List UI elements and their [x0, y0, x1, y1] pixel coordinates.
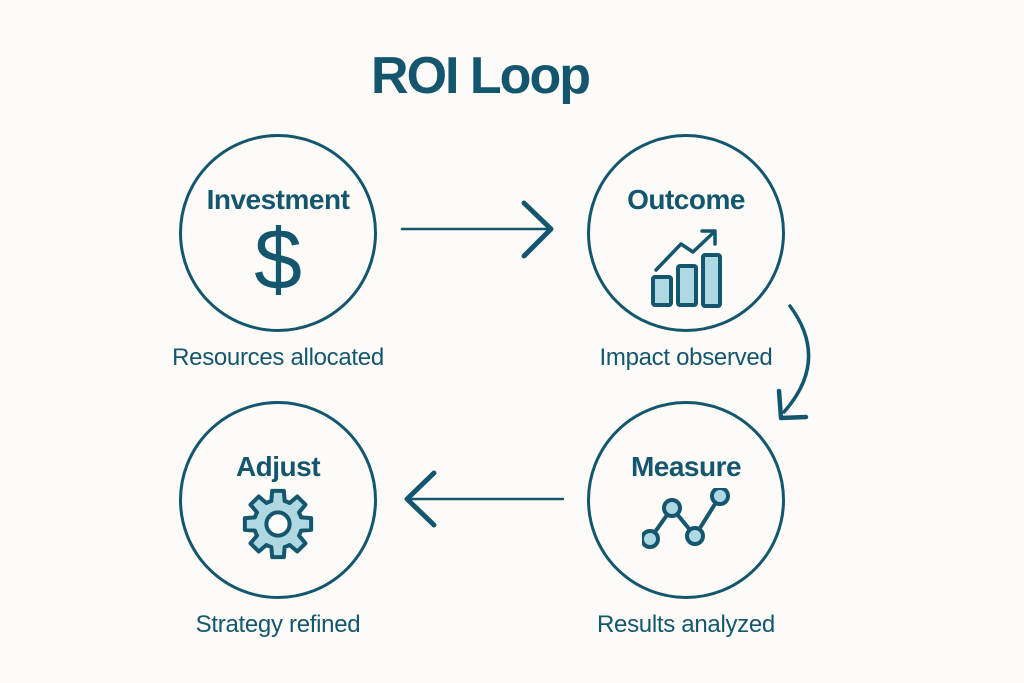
arrow-measure-to-adjust	[404, 470, 565, 528]
arrow-investment-to-outcome	[400, 200, 554, 259]
node-caption-outcome: Impact observed	[599, 344, 773, 371]
node-label-adjust: Adjust	[235, 451, 321, 482]
dollar-icon: $	[254, 212, 302, 308]
trend-bar-chart-icon	[649, 224, 723, 313]
node-caption-investment: Resources allocated	[172, 344, 384, 371]
node-investment: Investment $ Resources allocated	[148, 134, 408, 373]
node-adjust: Adjust Strategy refined	[148, 401, 408, 640]
node-label-measure: Measure	[630, 451, 742, 482]
node-circle-investment: Investment $	[179, 134, 377, 332]
node-circle-outcome: Outcome	[587, 134, 785, 332]
node-caption-adjust: Strategy refined	[195, 611, 361, 638]
node-measure: Measure Results analyzed	[556, 401, 816, 640]
node-circle-adjust: Adjust	[179, 401, 377, 599]
node-label-outcome: Outcome	[627, 184, 745, 215]
node-label-investment: Investment	[206, 184, 350, 215]
gear-icon	[238, 484, 318, 569]
node-outcome: Outcome Impact observed	[556, 134, 816, 373]
diagram-title: ROI Loop	[371, 47, 591, 105]
node-caption-measure: Results analyzed	[597, 611, 775, 638]
node-circle-measure: Measure	[587, 401, 785, 599]
dotted-line-chart-icon	[640, 486, 730, 555]
